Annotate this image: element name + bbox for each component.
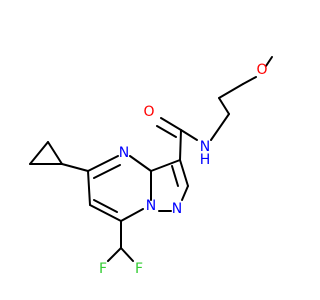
bond-cyclopropyl-to-ring — [61, 163, 89, 172]
atom-h-amide: H — [200, 152, 211, 168]
bond-c3-c2-double — [171, 165, 179, 187]
bond-n4-c3a — [129, 155, 152, 172]
atom-o-carbonyl: O — [143, 104, 154, 120]
bond-carbonyl-o — [160, 117, 182, 131]
atom-o-ether: O — [256, 62, 267, 78]
bond-c5-n4-double — [93, 164, 121, 179]
atom-f-left: F — [99, 261, 107, 277]
bond-carbonyl-o-double — [156, 125, 177, 138]
atom-n-pyrazole: N — [172, 201, 182, 217]
bond-cyclopropyl-1 — [29, 141, 49, 165]
bond-carbonyl-n — [180, 129, 198, 141]
bond-cf2h-f-left — [107, 247, 122, 262]
bond-ch2a-ch2b — [218, 97, 230, 115]
bond-c5-n4 — [87, 155, 119, 172]
bond-cyclopropyl-2 — [47, 141, 63, 165]
bond-ch2c-o — [242, 76, 257, 85]
bond-ch2b-ch2c — [218, 83, 244, 99]
atom-n-pyrimidine: N — [119, 145, 129, 161]
bond-o-ch3 — [265, 56, 273, 67]
bond-n-ch2a — [210, 113, 230, 141]
bond-layer — [29, 56, 273, 262]
bond-c6-c5 — [87, 170, 91, 206]
bond-c3a-c3 — [150, 159, 181, 172]
bond-cf2h-f-right — [120, 247, 134, 262]
bond-c2-n1 — [181, 185, 189, 201]
bond-n7a-c7 — [120, 208, 144, 222]
atom-n-bridgehead: N — [146, 198, 156, 214]
bond-c7-c6 — [89, 204, 122, 222]
bond-c3-c2 — [179, 159, 189, 187]
atom-f-right: F — [135, 261, 143, 277]
atom-n-amide: N — [200, 139, 210, 155]
molecule-structure: O N H O N N N F F — [29, 56, 273, 277]
bond-c3-carbonyl — [179, 129, 182, 161]
bond-c7-c6-double — [93, 199, 118, 213]
atom-label-layer: O N H O N N N F F — [99, 62, 268, 277]
